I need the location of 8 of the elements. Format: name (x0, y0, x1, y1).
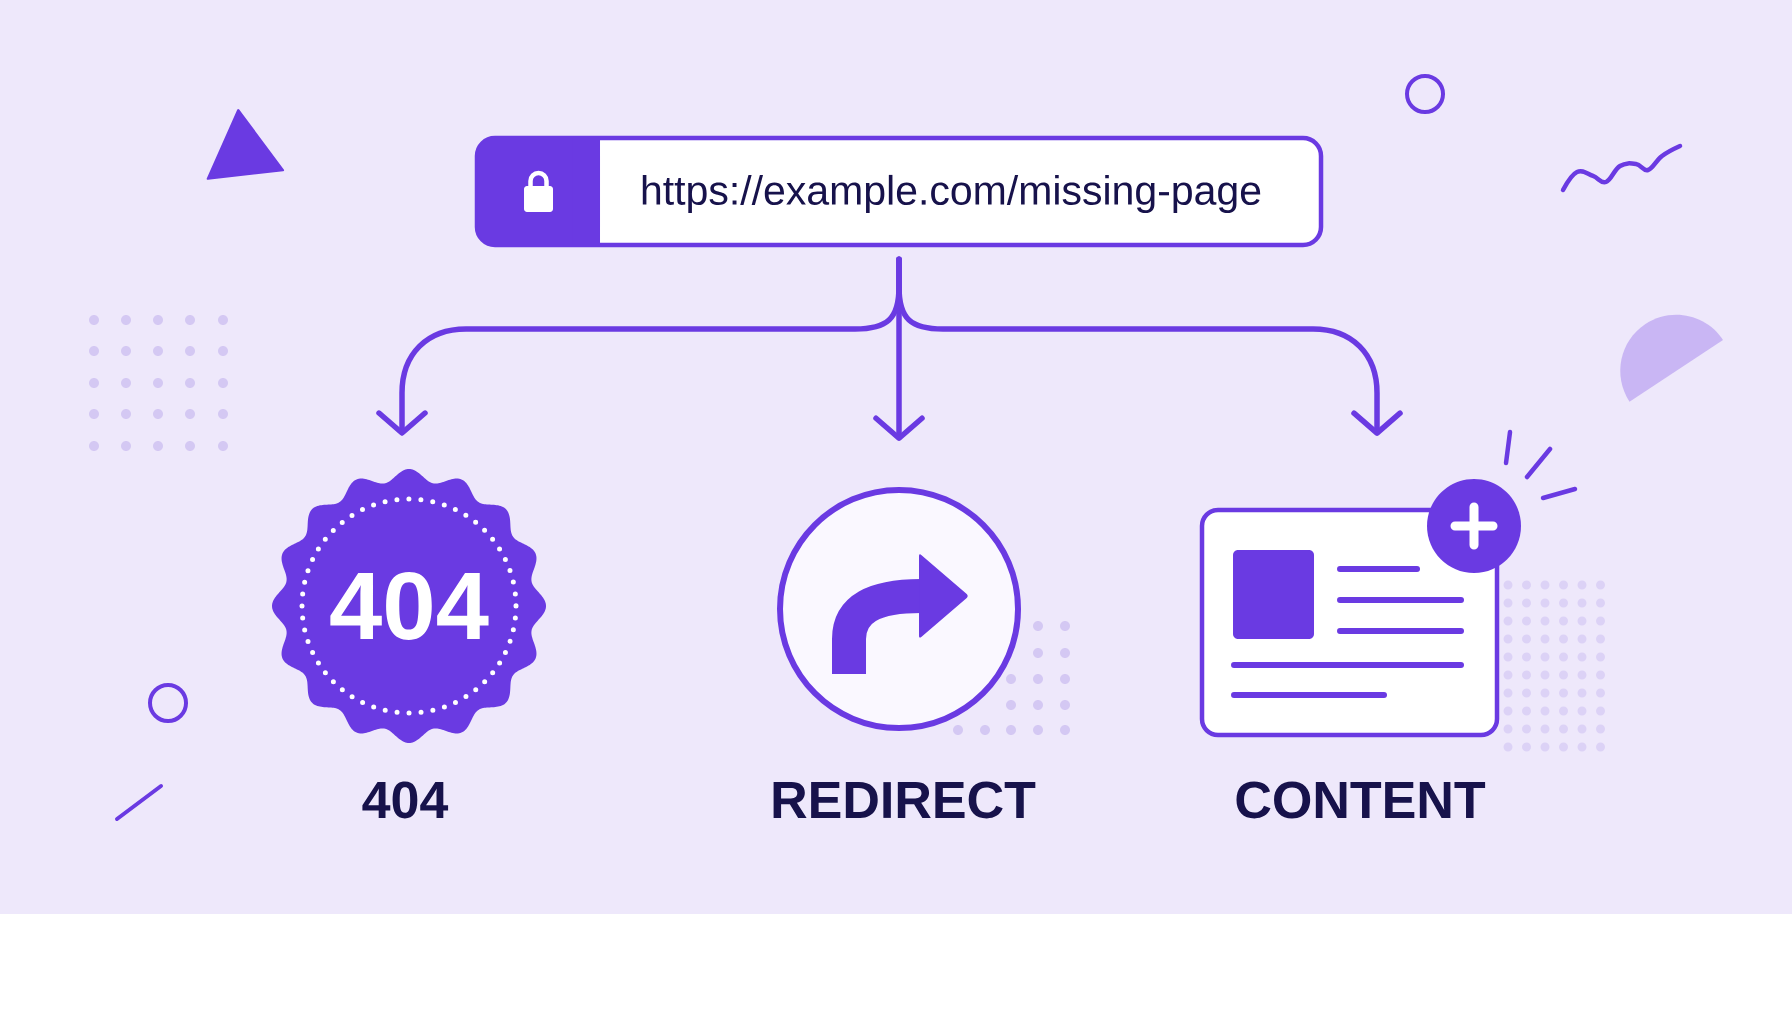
arrow (896, 256, 1403, 436)
node-label: CONTENT (1236, 781, 1486, 819)
node-label: REDIRECT (773, 781, 1036, 819)
node-label: 404 (362, 781, 449, 819)
scalloped-badge: 404 (272, 469, 546, 743)
address-bar: https://example.com/missing-page (474, 135, 1324, 248)
document-card (1199, 507, 1500, 738)
circle-frame (777, 487, 1021, 731)
